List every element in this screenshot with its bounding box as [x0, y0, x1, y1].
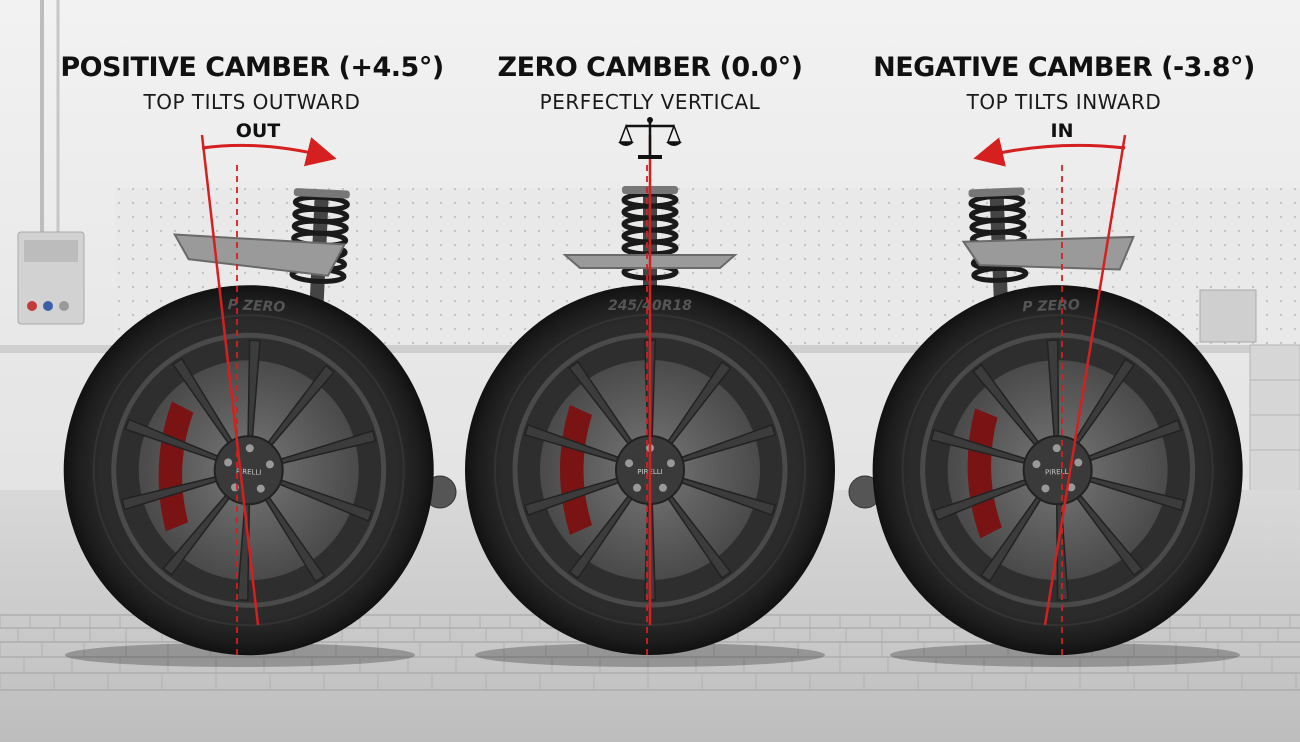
panel-subtitle-negative: TOP TILTS INWARD: [966, 90, 1162, 114]
lug-nut: [1052, 444, 1061, 453]
electrical-panel: [17, 231, 85, 325]
arrow-inward: [973, 137, 1126, 167]
brake-caliper: [158, 401, 194, 532]
camber-angle-line: [200, 134, 260, 626]
wheel: P ZERO PIRELLI: [63, 188, 434, 656]
panel-subtitle-positive: TOP TILTS OUTWARD: [143, 90, 361, 114]
brake-caliper: [560, 405, 592, 535]
lug-nut: [633, 483, 642, 492]
rim-spokes: [523, 339, 777, 601]
rim-spokes: [121, 339, 377, 601]
wheel: P ZERO PIRELLI: [872, 187, 1243, 656]
brake-caliper: [967, 408, 1002, 539]
lug-nut: [265, 460, 274, 469]
camber-angle-line: [1043, 134, 1127, 626]
panel-title-zero: ZERO CAMBER (0.0°): [497, 52, 803, 83]
lug-nut: [245, 444, 254, 453]
wheel-assembly-positive: P ZERO PIRELLI: [63, 134, 457, 667]
tire-sidewall-text: P ZERO: [227, 297, 285, 316]
wheel-assembly-zero: 245/40R18PIRELLI: [465, 117, 835, 667]
lug-nut: [1074, 458, 1083, 467]
lug-nut: [666, 459, 675, 468]
suspension-strut: [961, 187, 1135, 303]
suspension-strut: [172, 188, 350, 304]
panel-subtitle-zero: PERFECTLY VERTICAL: [539, 90, 761, 114]
balance-scale-icon: [618, 117, 682, 159]
lug-nut: [625, 459, 634, 468]
tire-sidewall-text: P ZERO: [1022, 297, 1080, 315]
lug-nut: [1041, 484, 1050, 493]
direction-label-in: IN: [1050, 120, 1074, 142]
arrow-outward: [201, 137, 337, 167]
panel-title-negative: NEGATIVE CAMBER (-3.8°): [873, 52, 1255, 83]
lug-nut: [1067, 483, 1076, 492]
hub-logo-text: PIRELLI: [1045, 468, 1071, 477]
lug-nut: [1032, 460, 1041, 469]
control-arm: [961, 235, 1135, 271]
lug-nut: [256, 484, 265, 493]
direction-label-out: OUT: [235, 120, 281, 142]
wheel-assembly-negative: P ZERO PIRELLI: [848, 134, 1243, 667]
control-arm: [172, 233, 347, 277]
lug-nut: [224, 458, 233, 467]
lug-nut: [658, 483, 667, 492]
hub-logo-text: PIRELLI: [236, 468, 262, 477]
panel-title-positive: POSITIVE CAMBER (+4.5°): [60, 52, 444, 83]
